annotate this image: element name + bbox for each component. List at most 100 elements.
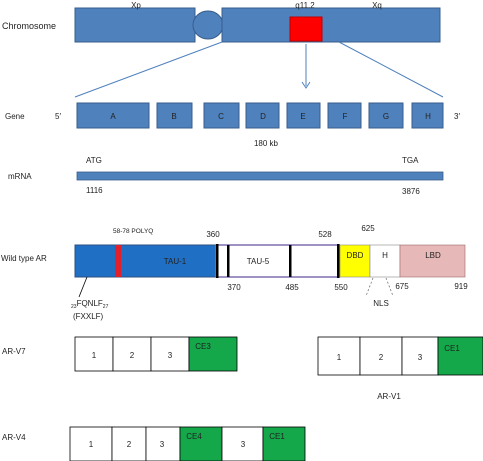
pos-625: 625 bbox=[361, 224, 375, 233]
ar-v1-transcript bbox=[317, 336, 483, 376]
chromosome-label: Chromosome bbox=[2, 21, 56, 31]
boundary-360 bbox=[216, 244, 219, 278]
ar-v7-exon-3 bbox=[150, 336, 190, 372]
ar-v4-exon-2-label: 2 bbox=[127, 440, 132, 449]
boundary-485 bbox=[289, 245, 292, 277]
ar-v1-exon-1 bbox=[317, 336, 361, 376]
ar-v4-exon-3b bbox=[221, 426, 264, 461]
mrna-bar bbox=[76, 171, 444, 181]
mrna-start-pos: 1116 bbox=[86, 186, 103, 195]
gene-label: Gene bbox=[5, 112, 25, 121]
ar-v1-ce1 bbox=[437, 336, 483, 376]
nls-pointer-left bbox=[365, 277, 374, 297]
exon-a bbox=[76, 102, 150, 129]
motif-alias: (FXXLF) bbox=[73, 312, 104, 321]
motif-end: 27 bbox=[103, 304, 109, 310]
ar-v1-exon-2-label: 2 bbox=[379, 353, 384, 362]
ar-v4-ce1 bbox=[262, 426, 306, 461]
motif-pointer bbox=[78, 276, 88, 298]
exon-a-label: A bbox=[110, 112, 116, 121]
ar-v4-exon-3-label: 3 bbox=[160, 440, 165, 449]
boundary-370 bbox=[227, 245, 230, 277]
exon-c-label: C bbox=[218, 112, 224, 121]
chromosome-q-arm bbox=[221, 7, 441, 43]
exon-e-label: E bbox=[300, 112, 305, 121]
ar-v4-transcript bbox=[69, 426, 306, 461]
chromosome-p-arm bbox=[74, 7, 196, 43]
ar-v1-ce1-label: CE1 bbox=[444, 344, 460, 353]
exon-e bbox=[286, 102, 321, 129]
ar-v7-exon-3-label: 3 bbox=[168, 351, 173, 360]
arm-p-label: Xp bbox=[131, 1, 141, 10]
ar-v7-exon-1-label: 1 bbox=[92, 351, 97, 360]
mrna-stop-pos: 3876 bbox=[402, 187, 420, 196]
gene-3prime: 3′ bbox=[454, 112, 460, 121]
exon-h-label: H bbox=[425, 112, 431, 121]
boundary-528 bbox=[337, 244, 340, 278]
ar-v7-ce3-label: CE3 bbox=[195, 342, 211, 351]
ar-v4-ce4-label: CE4 bbox=[186, 432, 202, 441]
stop-codon: TGA bbox=[402, 156, 419, 165]
arrow-down-icon bbox=[301, 81, 311, 89]
ar-v7-transcript bbox=[74, 336, 238, 372]
ar-v4-exon-2 bbox=[111, 426, 147, 461]
band-label: q11.2 bbox=[295, 1, 315, 10]
ar-v1-exon-2 bbox=[359, 336, 403, 376]
exon-c bbox=[203, 102, 240, 129]
wild-type-protein bbox=[74, 244, 466, 278]
mrna-label: mRNA bbox=[8, 172, 32, 181]
gene-5prime: 5′ bbox=[55, 112, 61, 121]
polyq-region bbox=[115, 245, 121, 277]
ar-v7-label: AR-V7 bbox=[2, 347, 26, 356]
ar-v4-ce4 bbox=[179, 426, 223, 461]
hinge-region bbox=[369, 244, 401, 278]
ar-v4-exon-1 bbox=[69, 426, 113, 461]
exon-g-label: G bbox=[383, 112, 389, 121]
exon-h bbox=[411, 102, 444, 129]
pos-485: 485 bbox=[285, 283, 299, 292]
ar-v4-exon-3b-label: 3 bbox=[241, 440, 246, 449]
pos-550: 550 bbox=[334, 283, 348, 292]
motif-start: 23 bbox=[71, 304, 77, 310]
tau5-label: TAU-5 bbox=[247, 257, 270, 266]
ar-v7-exon-2-label: 2 bbox=[130, 351, 135, 360]
pos-528: 528 bbox=[318, 230, 332, 239]
lbd-domain bbox=[399, 244, 466, 278]
ar-v1-exon-3-label: 3 bbox=[418, 353, 423, 362]
ar-v4-exon-3 bbox=[145, 426, 181, 461]
lbd-label: LBD bbox=[425, 251, 441, 260]
ar-v4-exon-1-label: 1 bbox=[89, 440, 94, 449]
motif-label: 23FQNLF27 bbox=[71, 299, 109, 310]
exon-f bbox=[327, 102, 362, 129]
chromosome bbox=[74, 7, 441, 43]
exon-d-label: D bbox=[260, 112, 266, 121]
start-codon: ATG bbox=[86, 156, 102, 165]
ar-v7-ce3 bbox=[188, 336, 238, 372]
ar-v1-exon-1-label: 1 bbox=[337, 353, 342, 362]
dbd-domain bbox=[339, 244, 371, 278]
nls-pointer-right bbox=[385, 277, 394, 297]
polyq-label: 58-78 POLYQ bbox=[113, 228, 153, 235]
hinge-label: H bbox=[382, 251, 388, 260]
exon-b bbox=[156, 102, 193, 129]
ar-v4-ce1-label: CE1 bbox=[269, 432, 285, 441]
exon-b-label: B bbox=[171, 112, 176, 121]
ar-v4-label: AR-V4 bbox=[2, 433, 26, 442]
exon-f-label: F bbox=[343, 112, 348, 121]
dbd-label: DBD bbox=[347, 251, 364, 260]
pos-360: 360 bbox=[206, 230, 220, 239]
wild-type-label: Wild type AR bbox=[1, 254, 47, 263]
motif-seq: FQNLF bbox=[77, 299, 103, 308]
gene-length: 180 kb bbox=[254, 139, 279, 148]
nls-label: NLS bbox=[373, 299, 389, 308]
ar-v7-exon-1 bbox=[74, 336, 114, 372]
ar-v1-exon-3 bbox=[401, 336, 439, 376]
band-q11-2 bbox=[289, 16, 323, 42]
ntd-domain bbox=[74, 244, 218, 278]
gene-exons bbox=[76, 102, 444, 129]
tau1-label: TAU-1 bbox=[164, 257, 187, 266]
exon-g bbox=[368, 102, 404, 129]
pos-370: 370 bbox=[227, 283, 241, 292]
arm-q-label: Xq bbox=[372, 1, 382, 10]
